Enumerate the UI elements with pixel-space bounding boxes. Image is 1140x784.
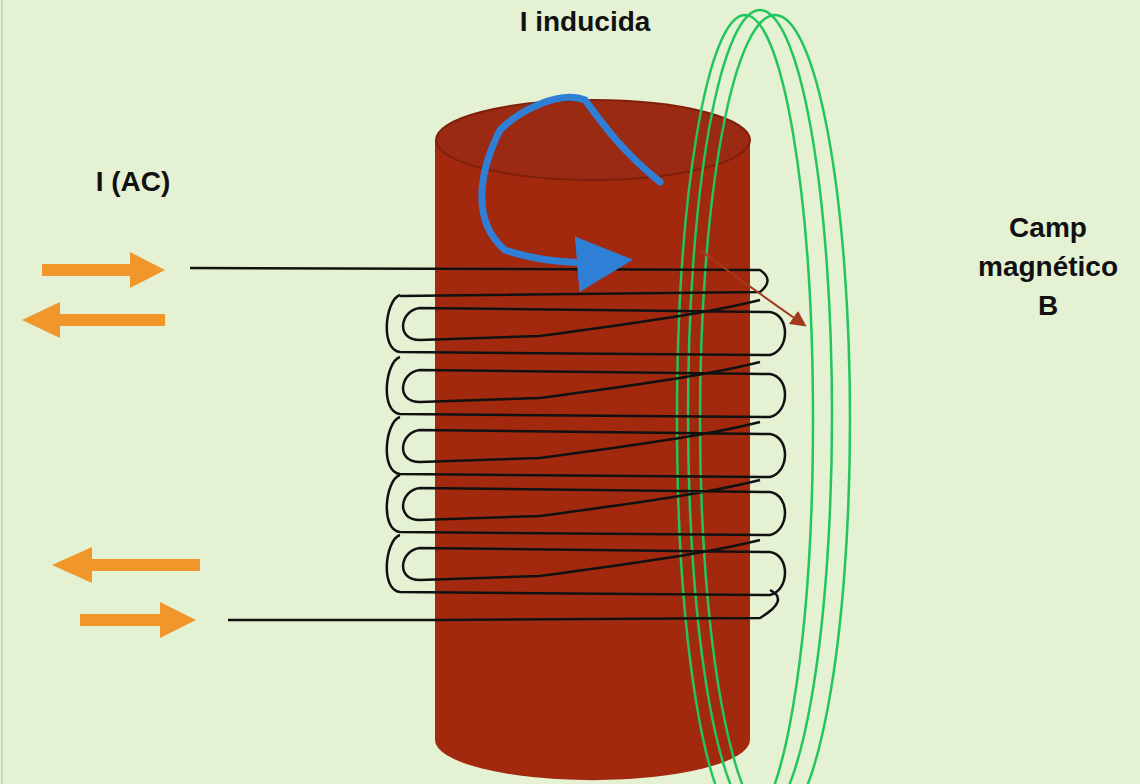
- edge-line: [1, 0, 3, 784]
- field-direction-arrow: [700, 250, 800, 322]
- induced-current-label: I inducida: [455, 2, 715, 41]
- coil-winding: [190, 268, 785, 620]
- ac-current-arrows: [22, 252, 200, 638]
- magnetic-field-lines: [677, 10, 850, 784]
- induced-current-arrow: [482, 97, 660, 262]
- ac-current-label: I (AC): [53, 162, 213, 201]
- magnetic-field-label: Camp magnético B: [968, 208, 1128, 326]
